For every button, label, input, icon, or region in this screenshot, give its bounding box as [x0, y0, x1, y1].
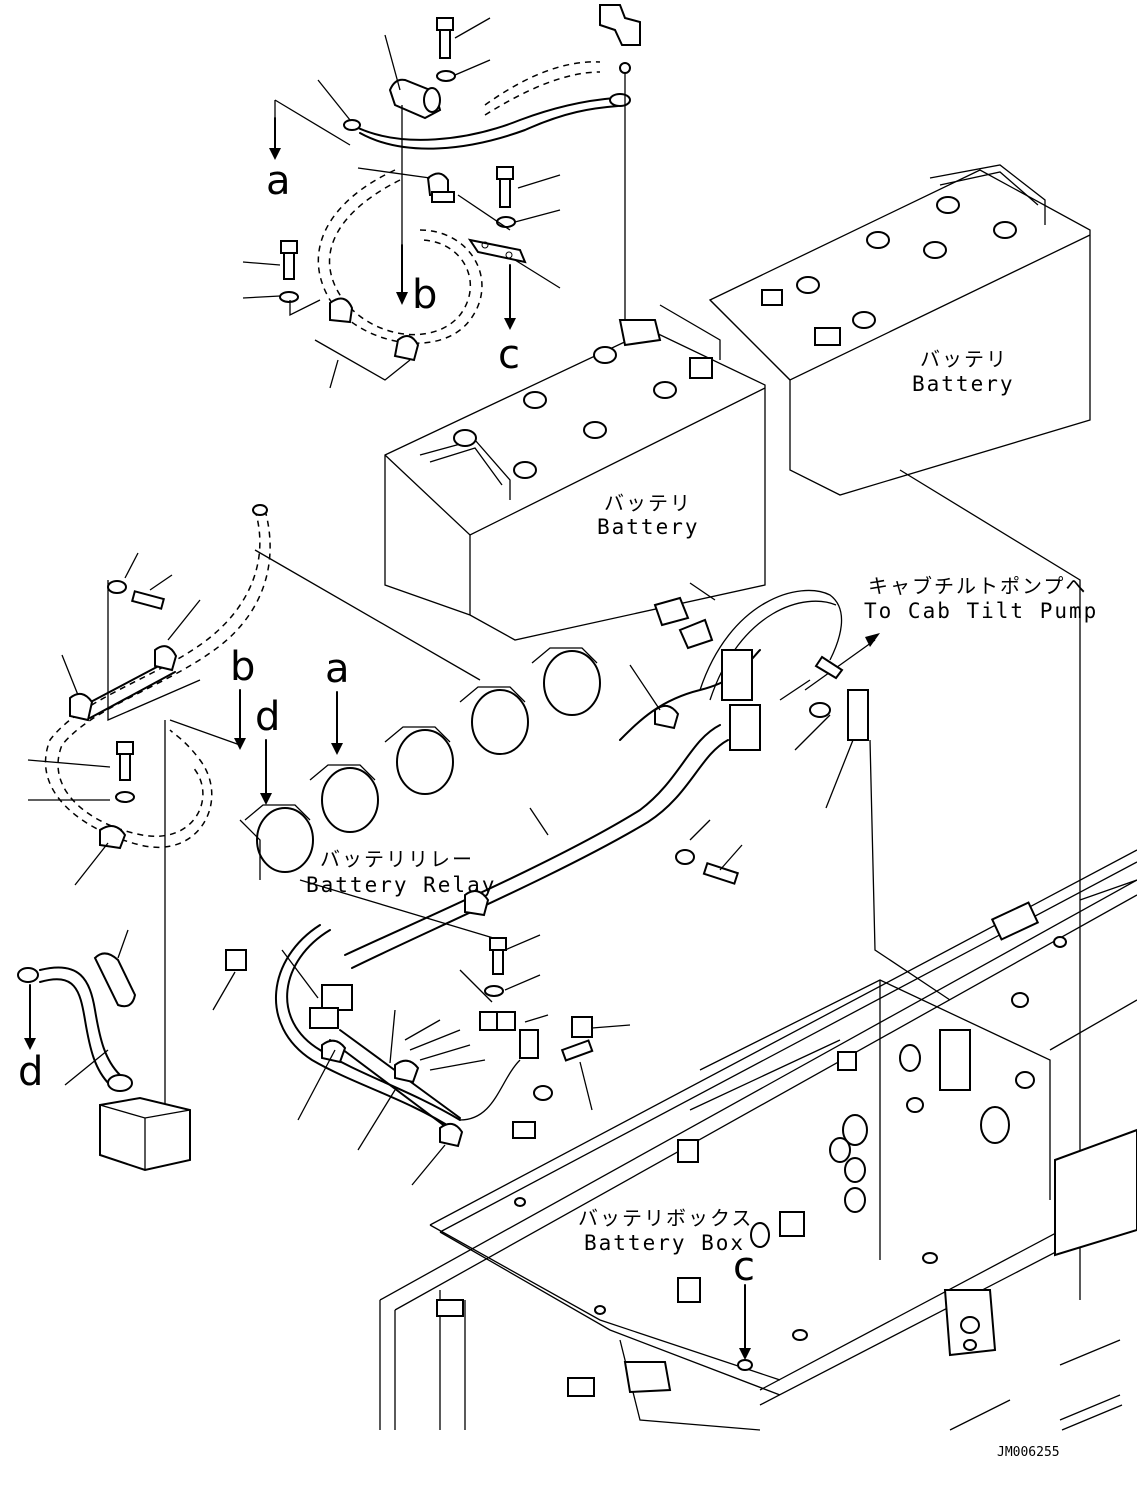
relay-label-jp: バッテリリレー [320, 847, 474, 871]
battery-relays [239, 647, 601, 941]
cab-tilt-label-jp: キャブチルトポンプへ [868, 574, 1087, 598]
battery-center [384, 304, 766, 641]
battery-center-label-jp: バッテリ [604, 491, 692, 515]
battery-center-label-en: Battery [597, 515, 700, 539]
left-terminal-cable [17, 929, 191, 1172]
cab-tilt-label-en: To Cab Tilt Pump [864, 599, 1098, 623]
left-cable-assembly [27, 504, 271, 1130]
bolt-left-1 [107, 580, 166, 610]
callout-a-mid: a [325, 646, 350, 692]
wiring-harness [212, 582, 951, 1186]
bolt-top-1 [436, 17, 456, 82]
battery-right-label-jp: バッテリ [920, 347, 1008, 371]
bolt-left-2 [115, 741, 135, 803]
top-cable-assembly [242, 4, 641, 389]
callout-d-left: d [18, 1049, 43, 1095]
box-label-en: Battery Box [584, 1231, 745, 1255]
callout-c-bottom: c [733, 1244, 755, 1290]
box-label-jp: バッテリボックス [578, 1206, 753, 1230]
bolt-top-3 [279, 240, 299, 303]
battery-right-label-en: Battery [912, 372, 1015, 396]
battery-right [708, 164, 1091, 496]
relay-label-en: Battery Relay [306, 873, 496, 897]
bolt-harness [484, 937, 507, 997]
battery-box-frame [379, 849, 1137, 1431]
callout-d-mid: d [255, 694, 280, 740]
callout-a-top: a [266, 158, 291, 204]
callout-c-top: c [498, 332, 520, 378]
drawing-code: JM006255 [997, 1445, 1060, 1460]
callout-b-mid: b [230, 644, 255, 690]
bolt-top-2 [496, 166, 516, 228]
mid-arrows [234, 689, 751, 1360]
callout-b-top: b [412, 272, 437, 318]
